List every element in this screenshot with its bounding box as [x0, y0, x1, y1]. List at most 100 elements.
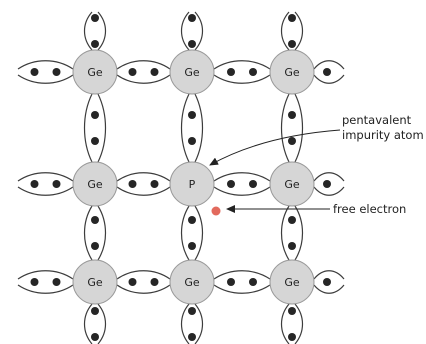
bond-strand	[83, 205, 93, 261]
bond-strand	[83, 11, 93, 51]
bond-strand	[97, 303, 107, 344]
bond-strand	[97, 205, 107, 261]
electron	[288, 40, 296, 48]
atom-symbol: Ge	[87, 178, 103, 191]
bond-strand	[97, 11, 107, 51]
bond-strand	[194, 93, 204, 163]
free-electron-dot	[211, 206, 221, 216]
bond-strand	[116, 74, 171, 84]
atom-circle	[169, 161, 215, 207]
electron	[30, 68, 39, 76]
bond-strand	[116, 270, 171, 280]
electron	[249, 278, 257, 286]
atom-symbol: Ge	[87, 276, 103, 289]
bond-strand	[294, 205, 304, 261]
impurity-label-line1: pentavalent	[342, 113, 412, 127]
bond-strand	[83, 93, 93, 163]
bond-strand	[313, 284, 345, 294]
atom-symbol: Ge	[284, 276, 300, 289]
bond-strand	[213, 186, 271, 196]
atom-circle	[269, 49, 315, 95]
electron	[30, 180, 39, 188]
bond-strand	[17, 74, 74, 84]
electron	[150, 278, 159, 286]
electron	[288, 333, 296, 341]
electron	[188, 216, 196, 224]
electron	[128, 180, 137, 188]
impurity-arrow	[209, 129, 341, 166]
electron	[91, 242, 99, 250]
bond-strand	[17, 172, 74, 182]
atom-circle	[269, 161, 315, 207]
electron	[288, 242, 296, 250]
bond-strand	[116, 186, 171, 196]
bond-strand	[280, 93, 290, 163]
bond-strand	[294, 303, 304, 344]
electron	[188, 40, 196, 48]
electron	[288, 137, 296, 145]
electron	[52, 278, 61, 286]
bond-strand	[213, 74, 271, 84]
electron	[323, 180, 331, 188]
bond-strand	[294, 11, 304, 51]
electron	[128, 278, 137, 286]
atom-circle	[169, 259, 215, 305]
bond-strand	[194, 303, 204, 344]
bond-strand	[194, 205, 204, 261]
bond-strand	[17, 284, 74, 294]
bond-strand	[313, 60, 345, 70]
electron	[323, 278, 331, 286]
impurity-label-line2: impurity atom	[342, 128, 424, 142]
atom-circle	[72, 161, 118, 207]
bond-strand	[313, 186, 345, 196]
bond-strand	[213, 270, 271, 280]
electron	[288, 216, 296, 224]
bond-strand	[116, 284, 171, 294]
electron	[91, 14, 99, 22]
atom-r1c3: Ge	[269, 49, 315, 95]
atom-symbol: Ge	[87, 66, 103, 79]
atom-r2c1: Ge	[72, 161, 118, 207]
electron	[128, 68, 137, 76]
bond-strand	[17, 60, 74, 70]
electron	[188, 137, 196, 145]
bond-strand	[213, 284, 271, 294]
atom-r1c1: Ge	[72, 49, 118, 95]
electron	[288, 307, 296, 315]
bond-strand	[17, 186, 74, 196]
bond-strand	[97, 93, 107, 163]
bond-strand	[213, 60, 271, 70]
electron	[227, 68, 235, 76]
atom-symbol: P	[189, 178, 196, 191]
atom-symbol: Ge	[284, 66, 300, 79]
electron	[288, 14, 296, 22]
bond-strand	[313, 172, 345, 182]
atom-r3c3: Ge	[269, 259, 315, 305]
bond-strand	[194, 11, 204, 51]
bond-strand	[180, 205, 190, 261]
atom-r3c2: Ge	[169, 259, 215, 305]
bond-strand	[280, 303, 290, 344]
electron	[249, 180, 257, 188]
bond-strand	[313, 270, 345, 280]
bond-strand	[313, 74, 345, 84]
electron	[91, 40, 99, 48]
electron	[91, 333, 99, 341]
atom-r2c3: Ge	[269, 161, 315, 207]
atom-r1c2: Ge	[169, 49, 215, 95]
bond-strand	[180, 93, 190, 163]
bond-strand	[83, 303, 93, 344]
electron	[52, 68, 61, 76]
bond-strand	[280, 205, 290, 261]
electron	[249, 68, 257, 76]
bond-strand	[116, 172, 171, 182]
electron	[91, 307, 99, 315]
electron	[188, 307, 196, 315]
free-electron-label: free electron	[333, 202, 406, 216]
bond-strand	[294, 93, 304, 163]
electron	[150, 180, 159, 188]
atom-circle	[72, 259, 118, 305]
atom-circle	[269, 259, 315, 305]
electron	[52, 180, 61, 188]
